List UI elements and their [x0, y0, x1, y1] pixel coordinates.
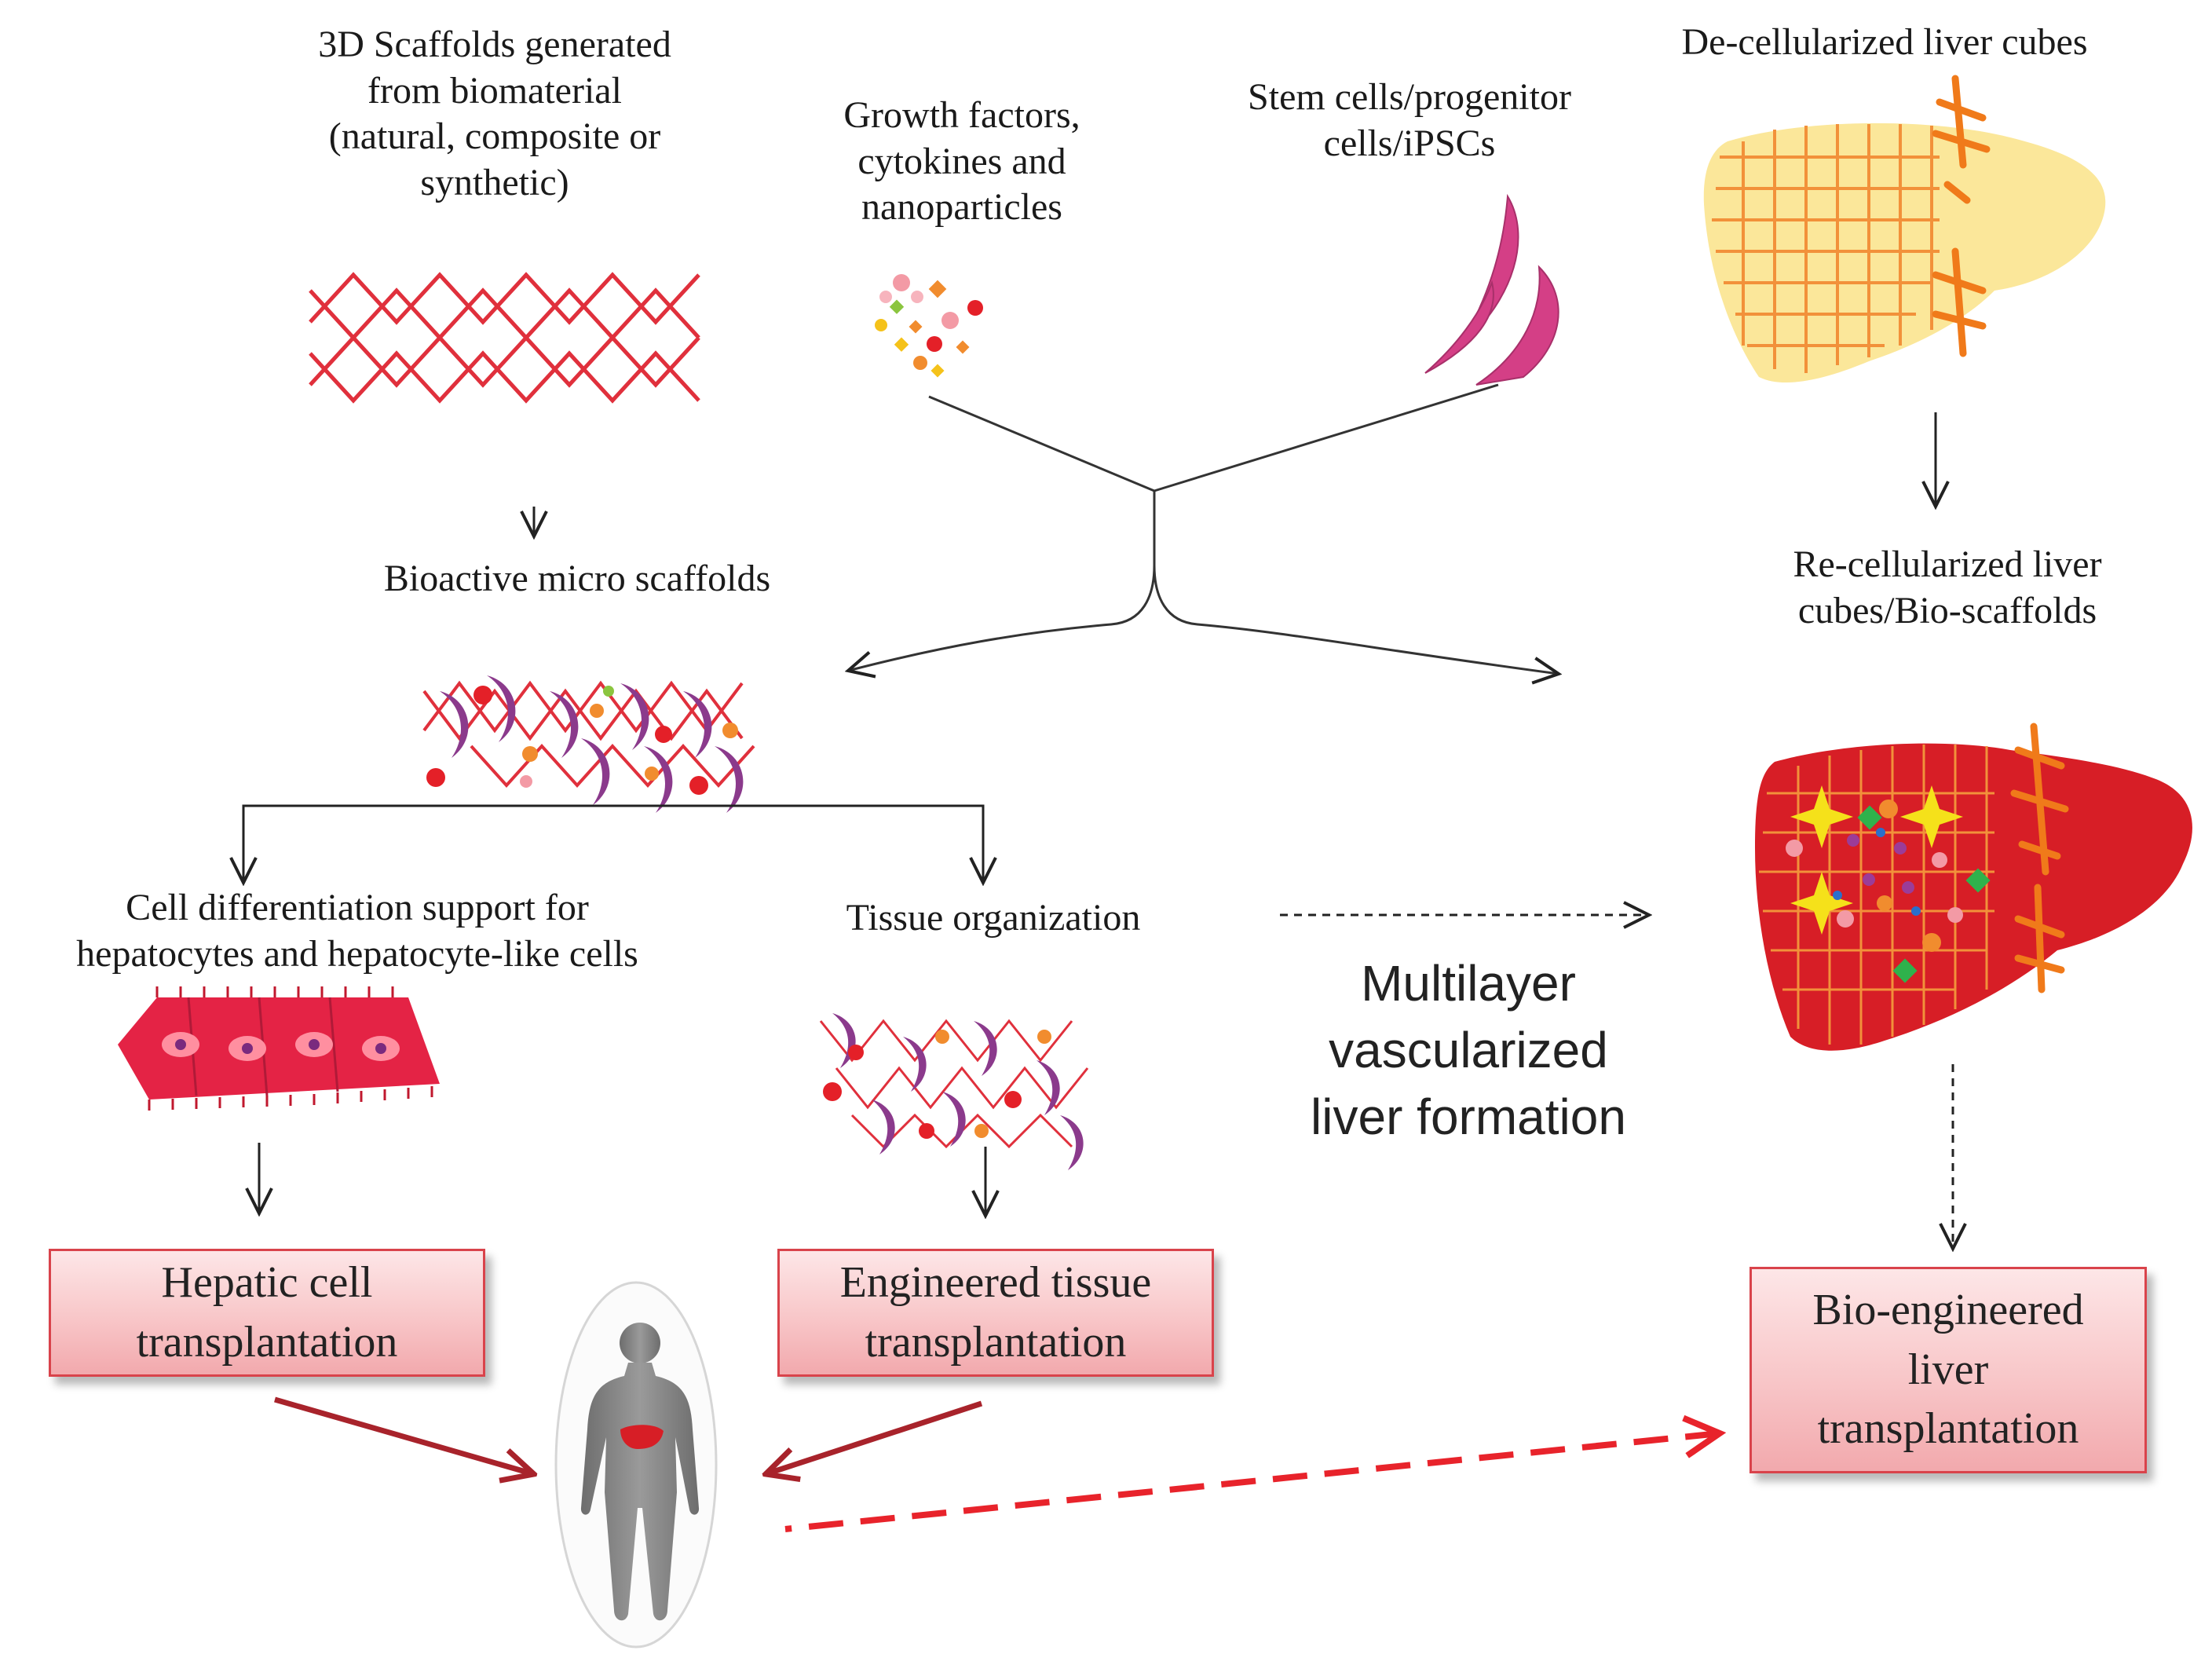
- recellularized-liver-icon: [1755, 723, 2192, 1051]
- label-recellularized: Re-cellularized liver cubes/Bio-scaffold…: [1793, 543, 2102, 631]
- label-cell-differentiation: Cell differentiation support for hepatoc…: [76, 887, 638, 975]
- scaffold-lattice-icon: [309, 272, 700, 404]
- dashed-arrows: [1280, 915, 1953, 1249]
- engineered-tissue-transplantation-box: Engineered tissue transplantation: [777, 1249, 1214, 1377]
- decellularized-liver-icon: [1703, 75, 2106, 383]
- tissue-organization-icon: [819, 1013, 1089, 1170]
- branch-lines: [243, 412, 1936, 1216]
- bio-engineered-liver-transplantation-box: Bio-engineered liver transplantation: [1749, 1267, 2147, 1473]
- bioengineered-arrow: [784, 1433, 1720, 1532]
- human-body-icon: [554, 1281, 718, 1649]
- growth-factor-particles-icon: [875, 274, 983, 378]
- label-3d-scaffolds: 3D Scaffolds generated from biomaterial …: [318, 24, 671, 203]
- label-decellularized: De-cellularized liver cubes: [1681, 21, 2088, 63]
- hepatic-cell-transplantation-box: Hepatic cell transplantation: [49, 1249, 485, 1377]
- hepatic-arrow: [274, 1396, 534, 1474]
- label-stem-cells: Stem cells/progenitor cells/iPSCs: [1248, 76, 1571, 164]
- branch-lines: [848, 383, 1559, 674]
- label-tissue-organization: Tissue organization: [846, 897, 1141, 939]
- label-multilayer: Multilayer vascularized liver formation: [1311, 955, 1626, 1146]
- label-growth-factors: Growth factors, cytokines and nanopartic…: [843, 94, 1080, 229]
- stem-cell-icon: [1424, 193, 1559, 386]
- bioactive-scaffold-icon: [422, 675, 755, 813]
- hepatocyte-sheet-icon: [118, 986, 440, 1111]
- engineered-arrow: [766, 1400, 983, 1474]
- label-bioactive: Bioactive micro scaffolds: [383, 558, 771, 599]
